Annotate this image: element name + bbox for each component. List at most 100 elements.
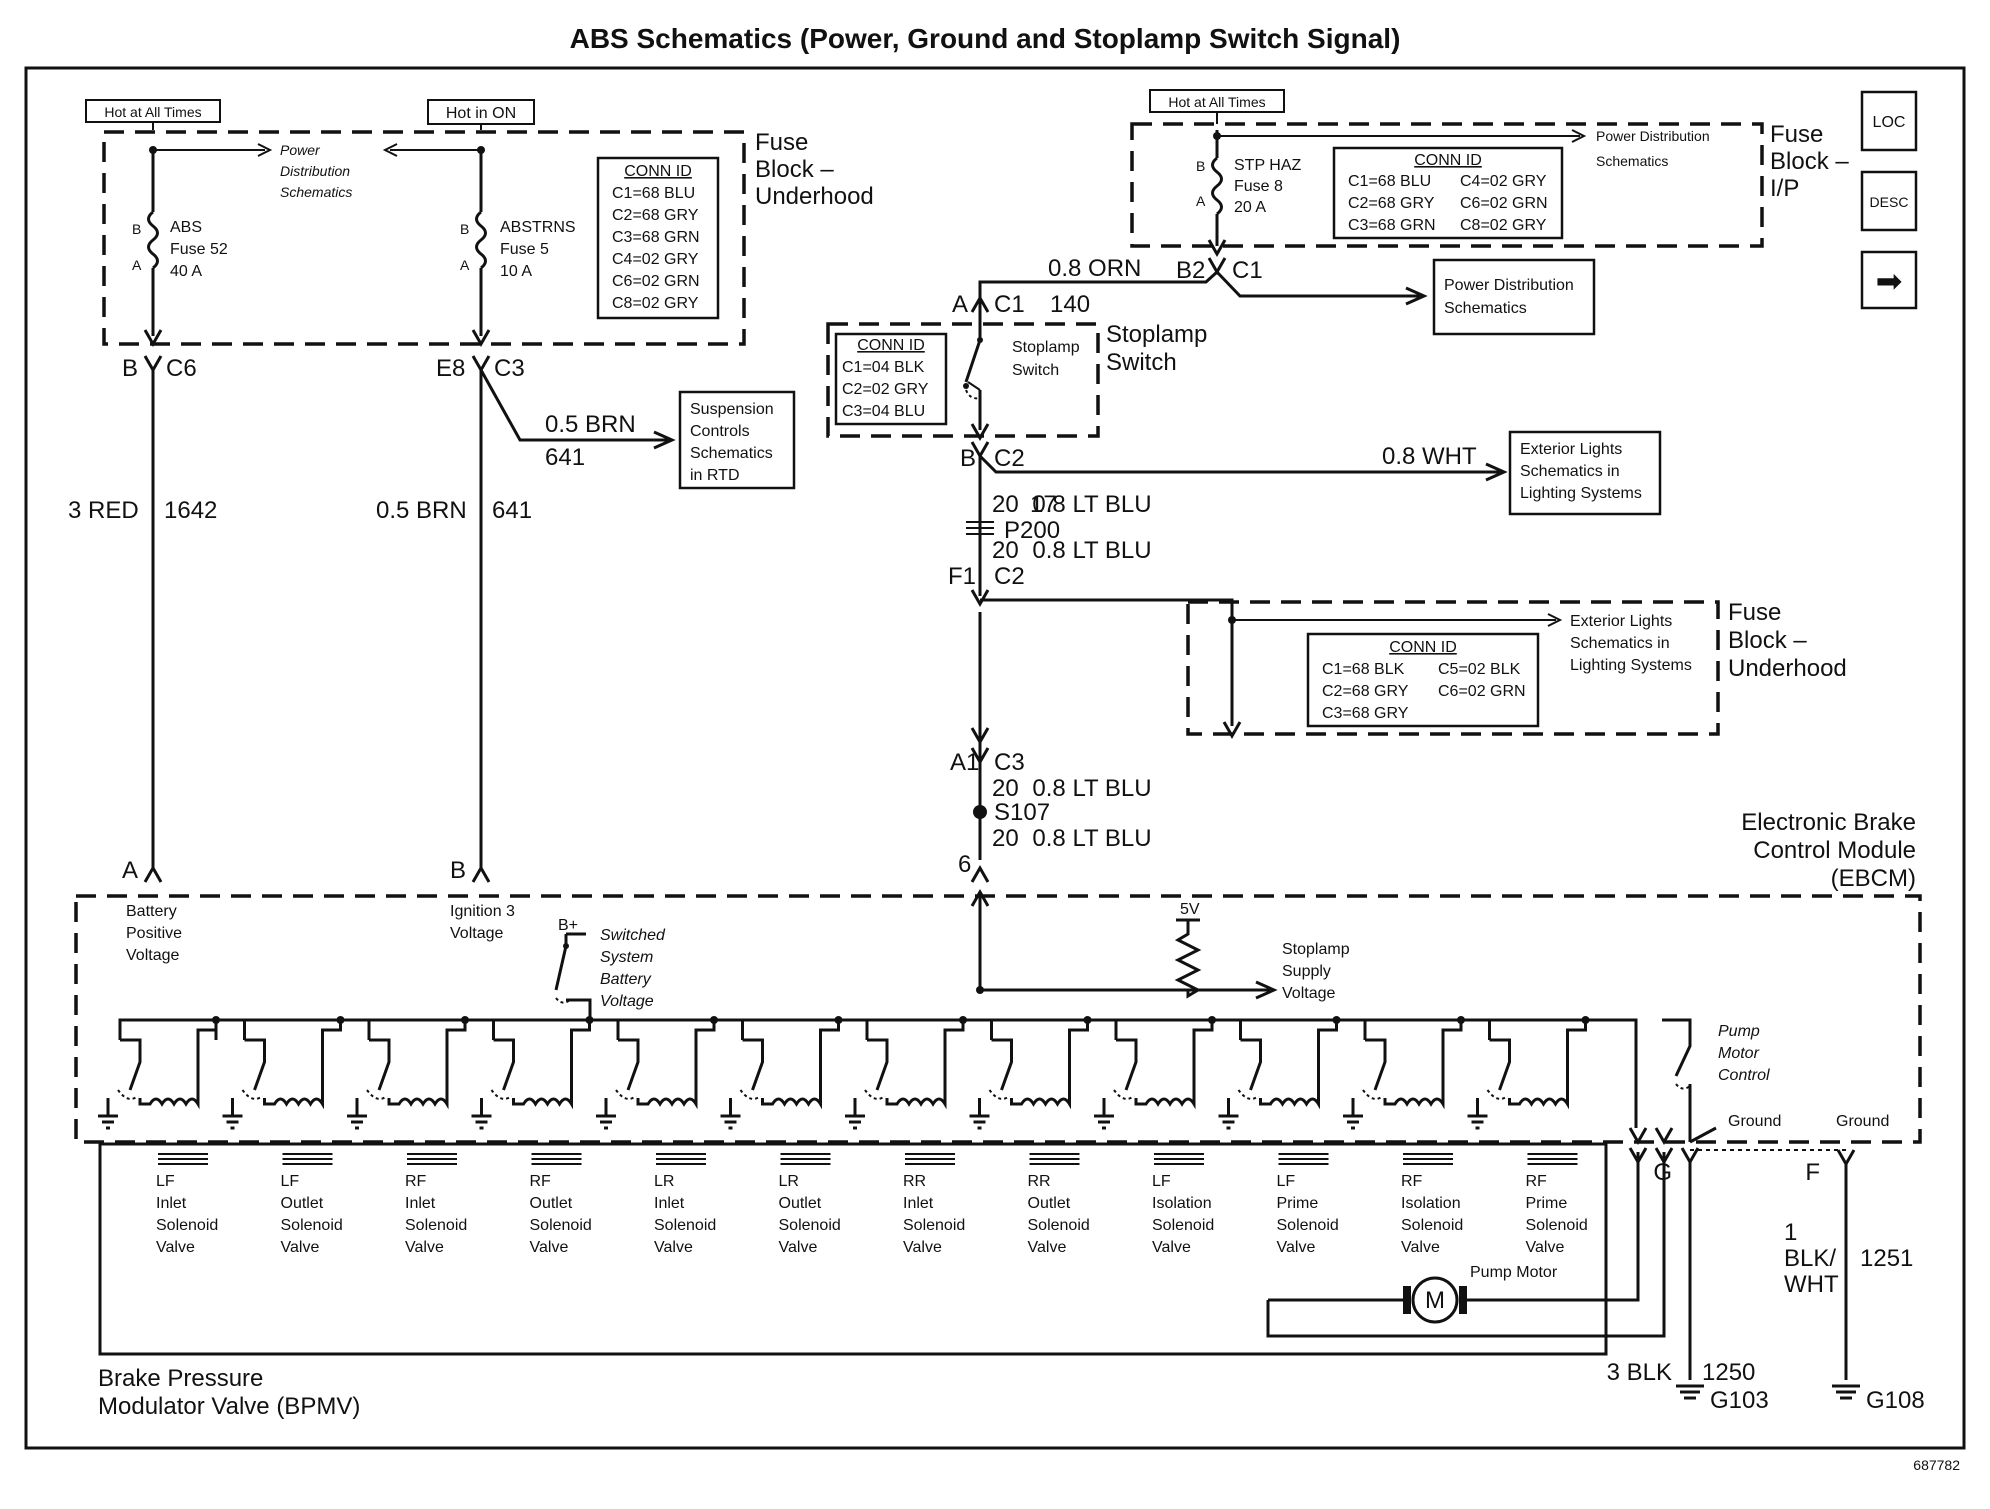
next-page-arrow-icon[interactable]: ➡ [1860, 250, 1918, 310]
svg-text:Block –: Block – [1728, 627, 1807, 654]
valve-label-line: LF [1277, 1173, 1296, 1190]
svg-text:Stoplamp: Stoplamp [1282, 941, 1350, 958]
svg-text:Modulator Valve (BPMV): Modulator Valve (BPMV) [98, 1393, 360, 1420]
svg-text:20: 20 [992, 775, 1019, 802]
exterior-lights-box[interactable]: Exterior Lights Schematics in Lighting S… [1508, 430, 1662, 516]
svg-text:641: 641 [492, 497, 532, 524]
svg-text:Stoplamp: Stoplamp [1106, 321, 1207, 348]
svg-text:Hot at All Times: Hot at All Times [104, 104, 201, 120]
solenoid-driver [720, 1016, 843, 1130]
conn-id-table-underhood-top: CONN ID C1=68 BLU C2=68 GRY C3=68 GRN C4… [596, 156, 720, 320]
svg-text:Electronic Brake: Electronic Brake [1741, 809, 1916, 836]
svg-text:ABSTRNS: ABSTRNS [500, 219, 576, 236]
svg-text:C1: C1 [994, 291, 1025, 318]
svg-text:in RTD: in RTD [690, 467, 740, 484]
valve-label-line: Solenoid [530, 1217, 592, 1234]
valve-label-line: Isolation [1401, 1195, 1461, 1212]
svg-text:Control: Control [1718, 1067, 1770, 1084]
svg-text:Lighting Systems: Lighting Systems [1570, 657, 1692, 674]
svg-text:Power Distribution: Power Distribution [1444, 277, 1574, 294]
ground-g108-icon [1832, 1384, 1860, 1400]
diagram-frame [24, 66, 1966, 1450]
solenoid-driver [1218, 1016, 1341, 1130]
svg-text:Brake Pressure: Brake Pressure [98, 1365, 263, 1392]
svg-text:Stoplamp: Stoplamp [1012, 339, 1080, 356]
svg-text:Fuse 8: Fuse 8 [1234, 178, 1283, 195]
svg-text:C1=68 BLU: C1=68 BLU [1348, 173, 1431, 190]
valve-label-line: RF [1526, 1173, 1548, 1190]
svg-text:Schematics: Schematics [280, 184, 352, 200]
valve-label-line: LF [1152, 1173, 1171, 1190]
svg-text:Ignition 3: Ignition 3 [450, 903, 515, 920]
svg-text:P200: P200 [1004, 517, 1060, 544]
svg-text:C6=02 GRN: C6=02 GRN [1438, 683, 1526, 700]
svg-text:40 A: 40 A [170, 263, 202, 280]
valve-label-line: Valve [1152, 1239, 1191, 1256]
valve-label-line: Valve [779, 1239, 818, 1256]
svg-text:Fuse: Fuse [1728, 599, 1781, 626]
svg-text:Hot at All Times: Hot at All Times [1168, 94, 1265, 110]
svg-text:0.5 BRN: 0.5 BRN [376, 497, 467, 524]
svg-text:20: 20 [992, 825, 1019, 852]
svg-text:C4=02 GRY: C4=02 GRY [612, 251, 699, 268]
valve-label-line: Outlet [779, 1195, 822, 1212]
solenoid-driver [596, 1016, 718, 1130]
svg-text:Fuse: Fuse [1770, 121, 1823, 148]
svg-text:Schematics: Schematics [690, 445, 773, 462]
svg-text:C3: C3 [494, 355, 525, 382]
svg-text:CONN ID: CONN ID [1414, 152, 1482, 169]
svg-text:E8: E8 [436, 355, 465, 382]
valve-label-line: Solenoid [779, 1217, 841, 1234]
svg-text:Ground: Ground [1728, 1113, 1781, 1130]
conn-id-table-underhood-mid: CONN ID C1=68 BLK C2=68 GRY C3=68 GRY C5… [1306, 632, 1540, 728]
suspension-schematics-box[interactable]: Suspension Controls Schematics in RTD [678, 390, 796, 490]
svg-text:C3: C3 [994, 749, 1025, 776]
svg-text:Exterior Lights: Exterior Lights [1520, 441, 1622, 458]
svg-text:Distribution: Distribution [280, 163, 350, 179]
svg-text:Switch: Switch [1106, 349, 1177, 376]
svg-text:1642: 1642 [164, 497, 217, 524]
svg-text:S107: S107 [994, 799, 1050, 826]
solenoid-driver [347, 1016, 469, 1130]
valve-label-line: Prime [1277, 1195, 1319, 1212]
svg-text:LOC: LOC [1873, 114, 1906, 131]
conn-id-table-stoplamp: CONN ID C1=04 BLK C2=02 GRY C3=04 BLU [834, 332, 948, 426]
svg-text:0.8 WHT: 0.8 WHT [1382, 443, 1477, 470]
valve-label-line: Solenoid [654, 1217, 716, 1234]
loc-icon[interactable]: LOC [1860, 90, 1918, 152]
valve-label-line: Outlet [281, 1195, 324, 1212]
svg-text:BLK/: BLK/ [1784, 1245, 1836, 1272]
svg-text:C5=02 BLK: C5=02 BLK [1438, 661, 1521, 678]
valve-label-line: LF [156, 1173, 175, 1190]
valve-label-line: Solenoid [156, 1217, 218, 1234]
svg-text:Switched: Switched [600, 927, 666, 944]
valve-label-line: Solenoid [1401, 1217, 1463, 1234]
svg-text:Supply: Supply [1282, 963, 1331, 980]
valve-label-line: Valve [1277, 1239, 1316, 1256]
svg-text:G: G [1653, 1159, 1672, 1186]
stoplamp-switch: Stoplamp Switch Stoplamp Switch CONN ID … [826, 318, 1207, 438]
svg-text:C6=02 GRN: C6=02 GRN [612, 273, 700, 290]
power-distribution-box[interactable]: Power Distribution Schematics [1432, 258, 1596, 336]
svg-text:Fuse 52: Fuse 52 [170, 241, 228, 258]
svg-text:➡: ➡ [1876, 262, 1903, 300]
solenoid-driver [98, 1016, 220, 1130]
valve-label-line: Solenoid [1152, 1217, 1214, 1234]
svg-text:Block –: Block – [1770, 148, 1849, 175]
svg-text:G103: G103 [1710, 1387, 1769, 1414]
svg-text:Control Module: Control Module [1753, 837, 1916, 864]
svg-text:Positive: Positive [126, 925, 182, 942]
fuse-block-underhood-top: Fuse Block – Underhood Power Distributio… [102, 129, 874, 346]
svg-text:C2=68 GRY: C2=68 GRY [1322, 683, 1409, 700]
svg-text:C2=02 GRY: C2=02 GRY [842, 381, 929, 398]
svg-text:C2: C2 [994, 563, 1025, 590]
svg-text:A: A [122, 857, 138, 884]
svg-text:DESC: DESC [1870, 194, 1909, 210]
svg-text:6: 6 [958, 851, 971, 878]
valve-label-array: LFInletSolenoidValveLFOutletSolenoidValv… [156, 1153, 1588, 1256]
desc-icon[interactable]: DESC [1860, 170, 1918, 232]
